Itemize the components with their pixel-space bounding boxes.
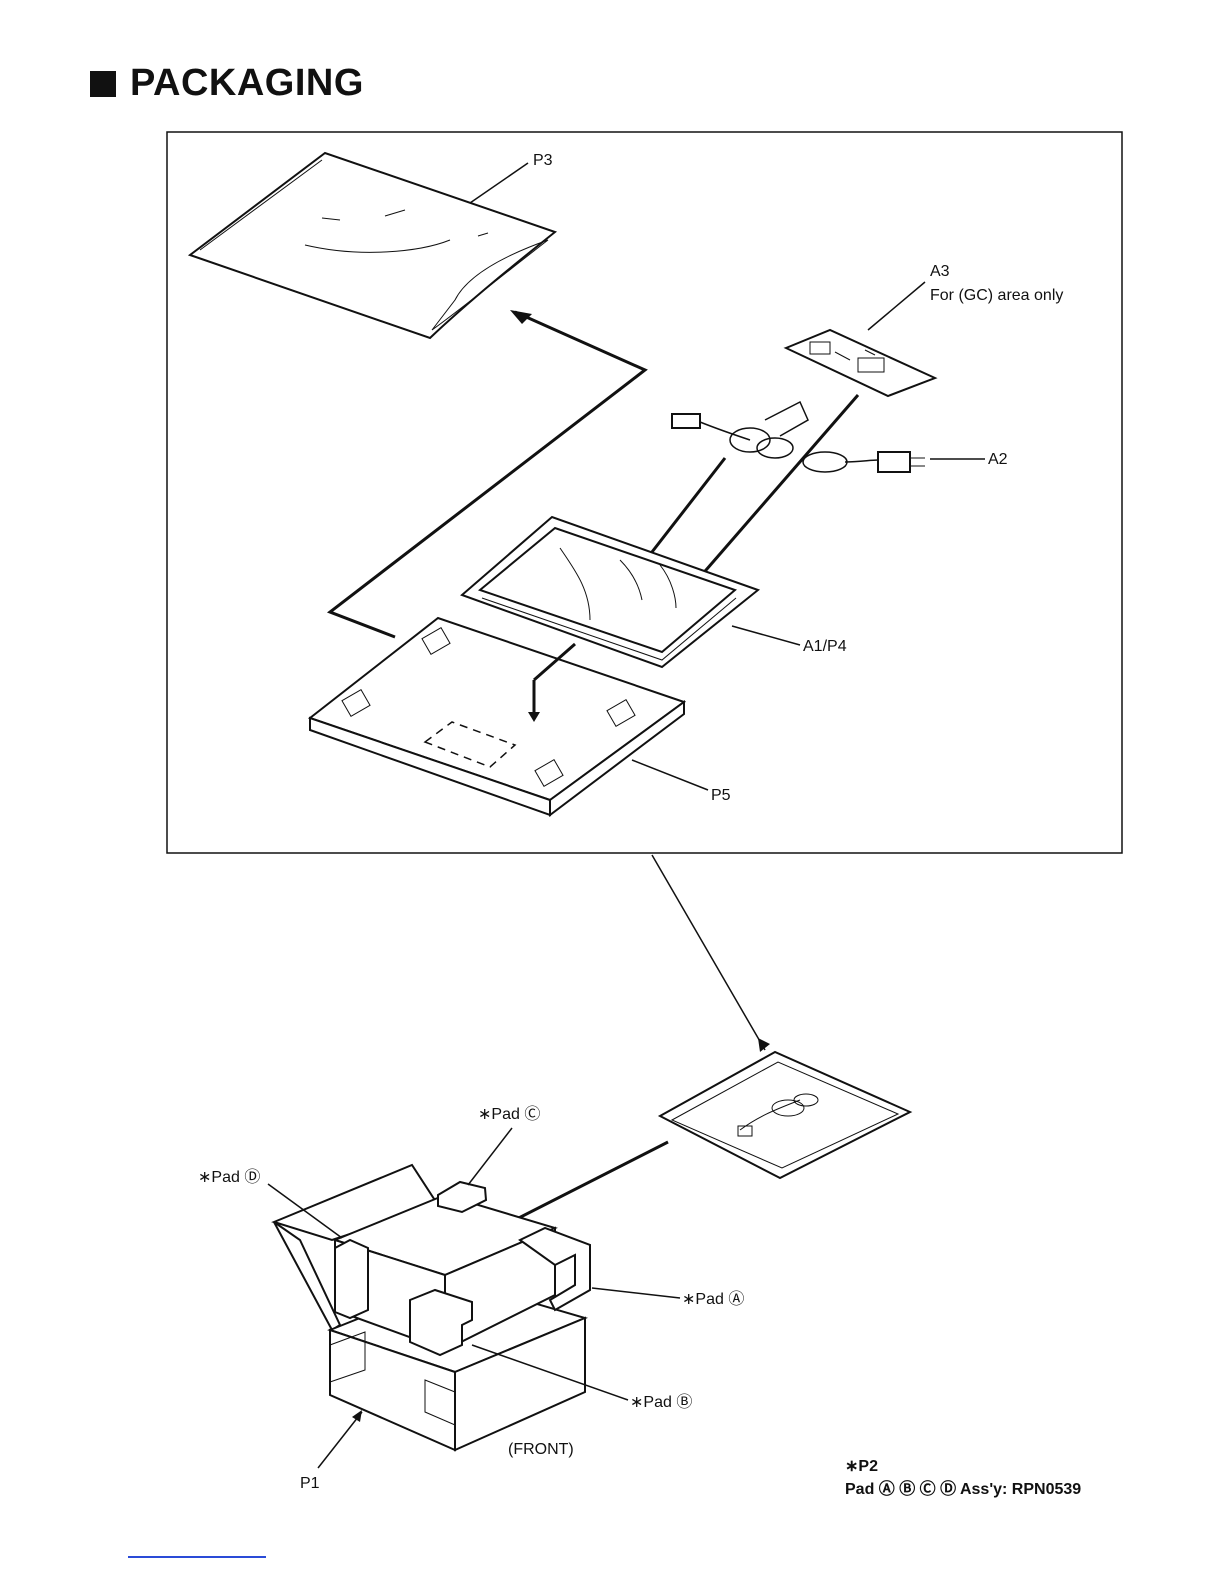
label-p2-title: ∗P2 <box>845 1458 878 1475</box>
pad-a-leader <box>592 1288 680 1298</box>
label-pad-a: ∗Pad Ⓐ <box>682 1290 744 1308</box>
label-p1: P1 <box>300 1475 320 1492</box>
arrow-a3-to-a1p4 <box>680 395 858 600</box>
label-a2: A2 <box>988 451 1008 468</box>
label-pad-c: ∗Pad Ⓒ <box>478 1105 540 1123</box>
p3-leader <box>470 163 528 203</box>
a3-leader <box>868 282 925 330</box>
label-a3: A3 <box>930 263 950 280</box>
label-p5: P5 <box>711 787 731 804</box>
p3-bag <box>190 153 555 338</box>
label-p2-assy: Pad Ⓐ Ⓑ Ⓒ Ⓓ Ass'y: RPN0539 <box>845 1479 1081 1498</box>
a1p4-leader <box>732 626 800 645</box>
p1-box <box>274 1165 590 1450</box>
frame-to-bag-arrowhead <box>758 1038 770 1052</box>
a3-bag <box>786 330 935 396</box>
label-pad-b: ∗Pad Ⓑ <box>630 1393 692 1411</box>
p1-leader-arrowhead <box>352 1410 362 1422</box>
frame-to-bag-arrow <box>652 855 765 1050</box>
footer-rule <box>128 1556 266 1558</box>
p1-leader <box>318 1412 362 1468</box>
label-pad-d: ∗Pad Ⓓ <box>198 1168 260 1186</box>
pad-c-leader <box>468 1128 512 1185</box>
label-a1p4: A1/P4 <box>803 638 847 655</box>
return-arrowhead <box>510 310 532 324</box>
label-front: (FRONT) <box>508 1441 574 1458</box>
packed-bag <box>660 1052 910 1178</box>
label-p3: P3 <box>533 152 553 169</box>
label-a3-note: For (GC) area only <box>930 287 1063 304</box>
p5-leader <box>632 760 708 790</box>
